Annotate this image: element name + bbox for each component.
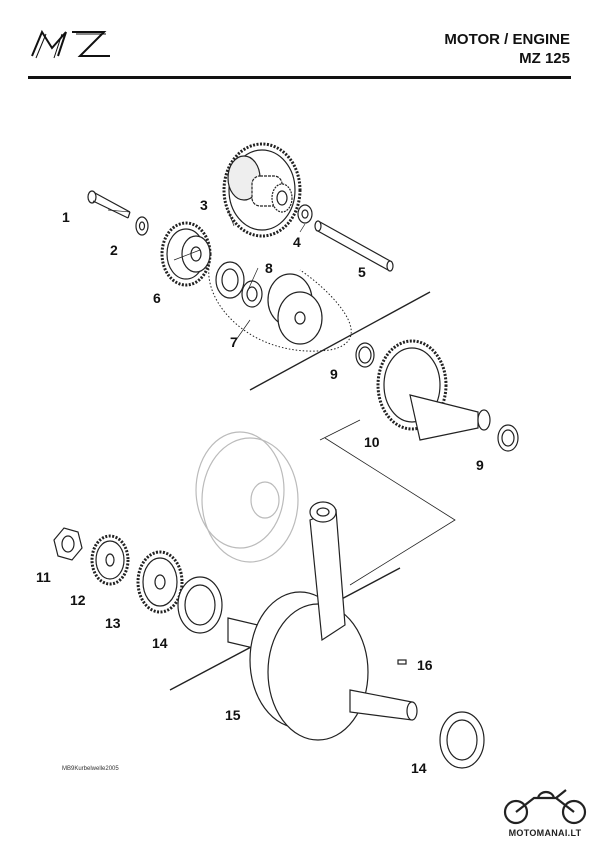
part-washer-4 — [297, 204, 313, 224]
callout-1: 1 — [62, 209, 70, 225]
part-nut — [53, 527, 83, 561]
part-washer-14-upper — [177, 576, 223, 634]
part-ring-9-lower — [497, 424, 519, 452]
drawing-caption: MB9Kurbelwelle2005 — [62, 766, 119, 772]
part-washer-small — [135, 216, 149, 236]
callout-15: 15 — [225, 707, 241, 723]
part-gear-shaft — [376, 339, 491, 441]
callout-12: 12 — [70, 592, 86, 608]
callout-8: 8 — [265, 260, 273, 276]
part-bolt — [87, 190, 131, 219]
part-clutch-ghost — [195, 431, 299, 563]
callout-11: 11 — [36, 569, 51, 585]
part-ring-9-upper — [355, 342, 375, 368]
part-bearing-group — [208, 261, 352, 352]
callout-2: 2 — [110, 242, 118, 258]
part-washer-14-lower — [439, 711, 485, 769]
part-crankshaft — [227, 501, 418, 741]
callout-10: 10 — [364, 434, 380, 450]
part-large-gear — [222, 142, 302, 238]
callout-6: 6 — [153, 290, 161, 306]
part-gear-13 — [136, 550, 184, 614]
callout-9-lower: 9 — [476, 457, 484, 473]
callout-13: 13 — [105, 615, 121, 631]
part-gear-6 — [160, 221, 212, 287]
callout-4: 4 — [293, 234, 301, 250]
callout-5: 5 — [358, 264, 366, 280]
brand-text: MOTOMANAI.LT — [508, 828, 582, 838]
callout-9-upper: 9 — [330, 366, 338, 382]
header-rule — [28, 76, 571, 79]
title-line-2: MZ 125 — [519, 50, 570, 67]
part-gear-12 — [90, 534, 130, 586]
mz-logo: MZ — [31, 29, 110, 59]
part-shaft — [314, 220, 394, 272]
title-line-1: MOTOR / ENGINE — [444, 31, 570, 48]
callout-14-upper: 14 — [152, 635, 168, 651]
callout-14-lower: 14 — [411, 760, 427, 776]
callout-3: 3 — [200, 197, 208, 213]
part-key — [397, 659, 407, 665]
callout-16: 16 — [417, 657, 433, 673]
callout-7: 7 — [230, 334, 238, 350]
title-block: MOTOR / ENGINE MZ 125 — [444, 30, 570, 68]
motorcycle-logo-icon — [503, 789, 587, 825]
